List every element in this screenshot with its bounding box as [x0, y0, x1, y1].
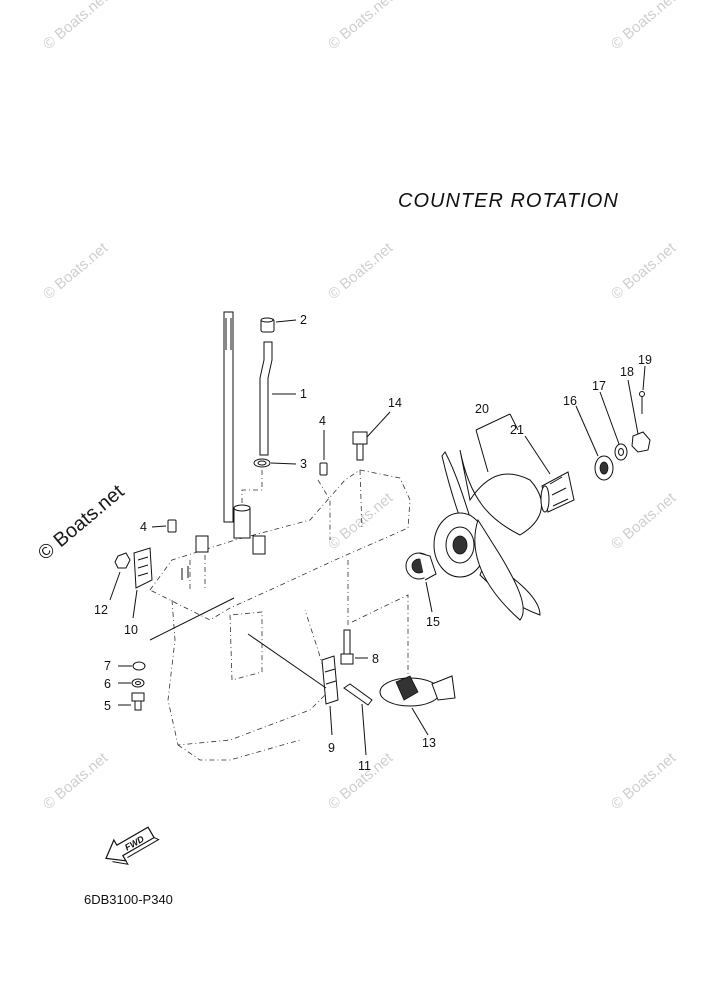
callout-14: 14 [388, 396, 402, 410]
part-15-thrust-bushing [405, 552, 437, 581]
part-8-bolt [340, 629, 354, 665]
callout-labels: 1 2 3 4 4 5 6 7 8 9 10 11 12 13 14 15 16… [94, 313, 652, 773]
callout-6: 6 [104, 677, 111, 691]
part-9-anode [321, 655, 339, 705]
part-18-nut [631, 431, 651, 453]
part-11-screw [343, 683, 373, 706]
part-13-trim-tab [379, 675, 456, 707]
part-4-dowel-pin [319, 462, 328, 476]
callout-4: 4 [319, 414, 326, 428]
diagram-title: COUNTER ROTATION [398, 190, 619, 212]
callout-2: 2 [300, 313, 307, 327]
callout-11: 11 [358, 759, 371, 773]
callout-7: 7 [104, 659, 111, 673]
callout-20: 20 [475, 402, 489, 416]
part-7-washer [132, 661, 146, 671]
part-5-bolt [131, 692, 145, 711]
callout-8: 8 [372, 652, 379, 666]
callout-5: 5 [104, 699, 111, 713]
part-21-spline-washer [540, 471, 575, 513]
part-12-nut [114, 552, 131, 569]
callout-21: 21 [510, 423, 524, 437]
callout-4: 4 [140, 520, 147, 534]
callout-12: 12 [94, 603, 108, 617]
part-14-bolt [352, 431, 368, 461]
callout-17: 17 [592, 379, 606, 393]
diagram-code: 6DB3100-P340 [84, 892, 173, 907]
fwd-arrow-icon: FWD [105, 826, 160, 865]
part-2-grommet [260, 317, 275, 333]
part-3-seal-ring [253, 458, 271, 468]
callout-1: 1 [300, 387, 307, 401]
part-6-washer [131, 678, 145, 688]
part-20-propeller [433, 449, 542, 621]
housing-bolt-studs [181, 566, 189, 580]
callout-9: 9 [328, 741, 335, 755]
housing-top-boss [195, 504, 266, 555]
callout-16: 16 [563, 394, 577, 408]
part-10-anode [133, 547, 153, 589]
callout-18: 18 [620, 365, 634, 379]
part-17-washer [614, 443, 628, 461]
callout-15: 15 [426, 615, 440, 629]
callout-19: 19 [638, 353, 652, 367]
part-16-spacer [594, 455, 614, 481]
part-1-water-tube [259, 341, 273, 456]
leader-lines [109, 319, 646, 756]
part-19-cotter-pin [639, 391, 645, 414]
callout-3: 3 [300, 457, 307, 471]
callout-13: 13 [422, 736, 436, 750]
part-4-dowel-pin [167, 519, 177, 533]
drive-shaft [223, 311, 234, 523]
lower-case-housing [149, 469, 411, 761]
callout-10: 10 [124, 623, 138, 637]
